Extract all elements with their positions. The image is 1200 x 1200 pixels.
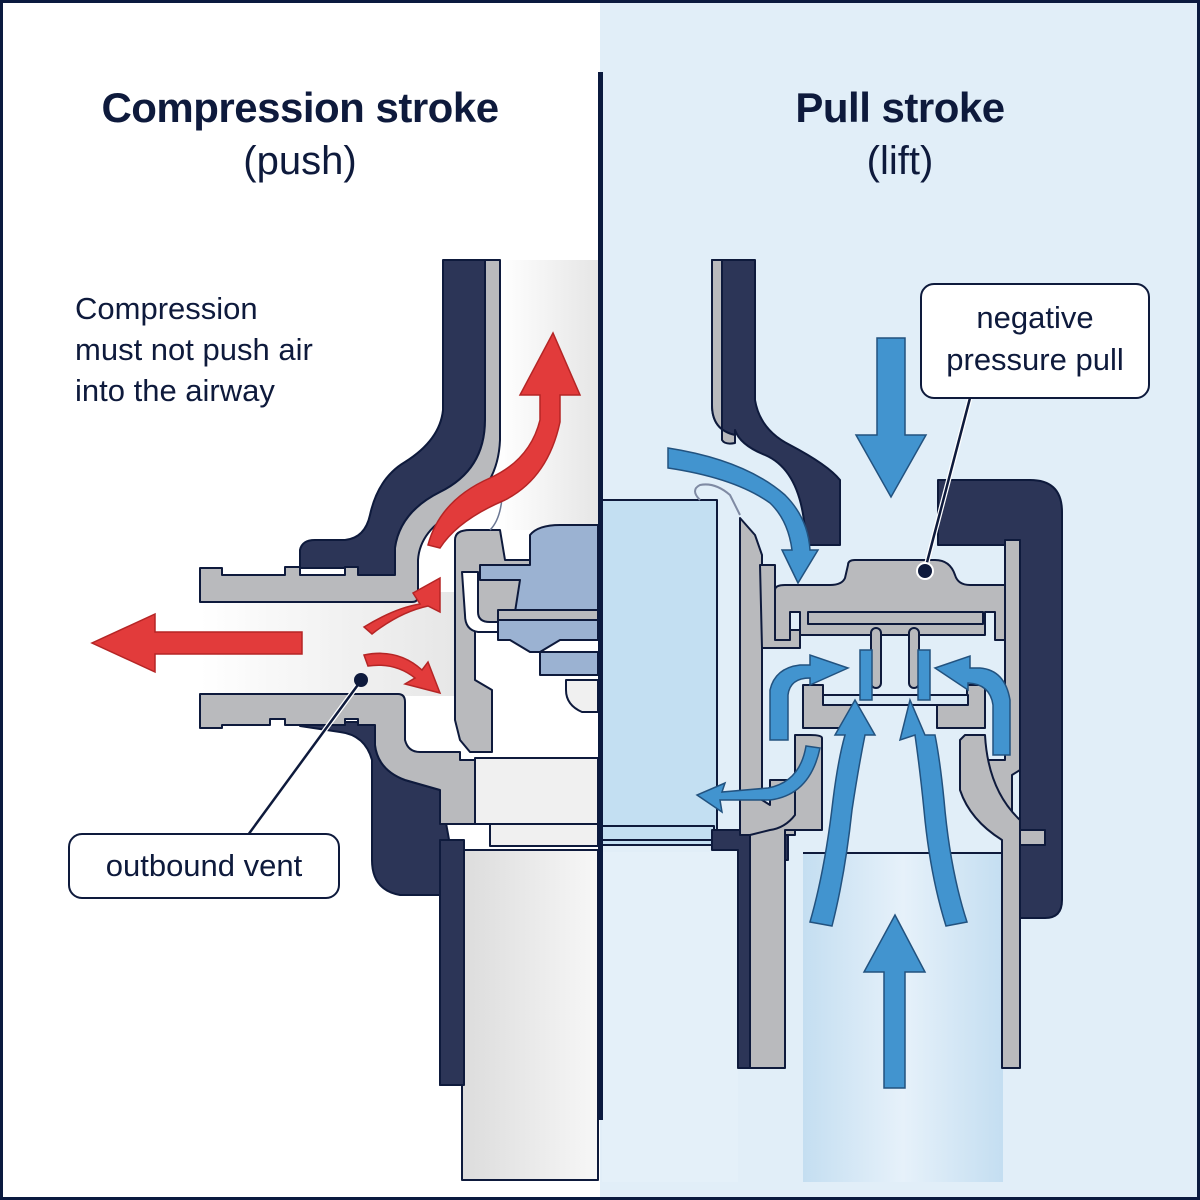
- note-line: into the airway: [75, 373, 275, 408]
- arrow-left-inward: [769, 653, 851, 741]
- compression-stroke-heading: Compression stroke (push): [0, 82, 600, 188]
- note-line: Compression: [75, 291, 258, 326]
- compression-stroke-subtitle: (push): [243, 139, 357, 183]
- right-valve-assembly: [601, 259, 1063, 1182]
- neg-pressure-pointer-dot: [916, 562, 934, 580]
- arrow-right-inward: [933, 654, 1011, 756]
- arrow-curve-up-right: [898, 697, 968, 927]
- left-liner-lower: [199, 693, 476, 825]
- right-lower-body-left: [749, 734, 823, 1069]
- right-center-divider: [803, 852, 1003, 854]
- panel-divider: [598, 72, 603, 1120]
- right-lower-seat-bar: [822, 694, 969, 706]
- callout-line: negative: [976, 300, 1094, 335]
- outbound-vent-pointer: [245, 673, 368, 837]
- arrow-curve-into-top: [667, 447, 820, 585]
- right-liner-upper: [711, 259, 736, 445]
- negative-pressure-callout: negative pressure pull: [920, 283, 1150, 399]
- arrow-out-to-left: [695, 745, 821, 814]
- left-valve-disc: [479, 524, 599, 676]
- right-valve-diaphragm: [807, 611, 984, 625]
- right-lower-body-right: [959, 734, 1021, 1069]
- arrow-stem-left: [859, 649, 873, 701]
- right-chamber-left: [601, 499, 718, 846]
- left-housing-lower-foot: [439, 839, 465, 1086]
- arrow-up-from-bottom: [862, 913, 927, 1089]
- compression-stroke-title: Compression stroke: [101, 84, 499, 131]
- right-housing-right: [937, 479, 1063, 919]
- right-airflow-arrows: [667, 337, 1011, 1089]
- arrow-down-from-top: [854, 337, 928, 499]
- note-line: must not push air: [75, 332, 313, 367]
- pull-stroke-subtitle: (lift): [866, 139, 934, 183]
- arrow-curve-up-left: [809, 698, 877, 927]
- pull-stroke-heading: Pull stroke (lift): [600, 82, 1200, 188]
- arrow-small-up-right: [362, 576, 441, 635]
- compression-warning-note: Compression must not push air into the a…: [75, 288, 395, 411]
- arrow-left-out: [90, 612, 303, 674]
- pull-stroke-title: Pull stroke: [795, 84, 1005, 131]
- arrow-small-down-right: [362, 652, 442, 695]
- callout-line: pressure pull: [946, 342, 1124, 377]
- left-airflow-arrows: [90, 331, 582, 695]
- negative-pressure-pointer: [916, 397, 973, 580]
- vent-pointer-dot: [354, 673, 368, 687]
- arrow-stem-right: [917, 649, 931, 701]
- right-lower-bore: [602, 852, 738, 1182]
- arrow-up-curve: [427, 331, 582, 549]
- outbound-vent-callout: outbound vent: [68, 833, 340, 899]
- left-valve-lower-cup: [565, 679, 599, 713]
- right-thin-spring: [694, 483, 741, 516]
